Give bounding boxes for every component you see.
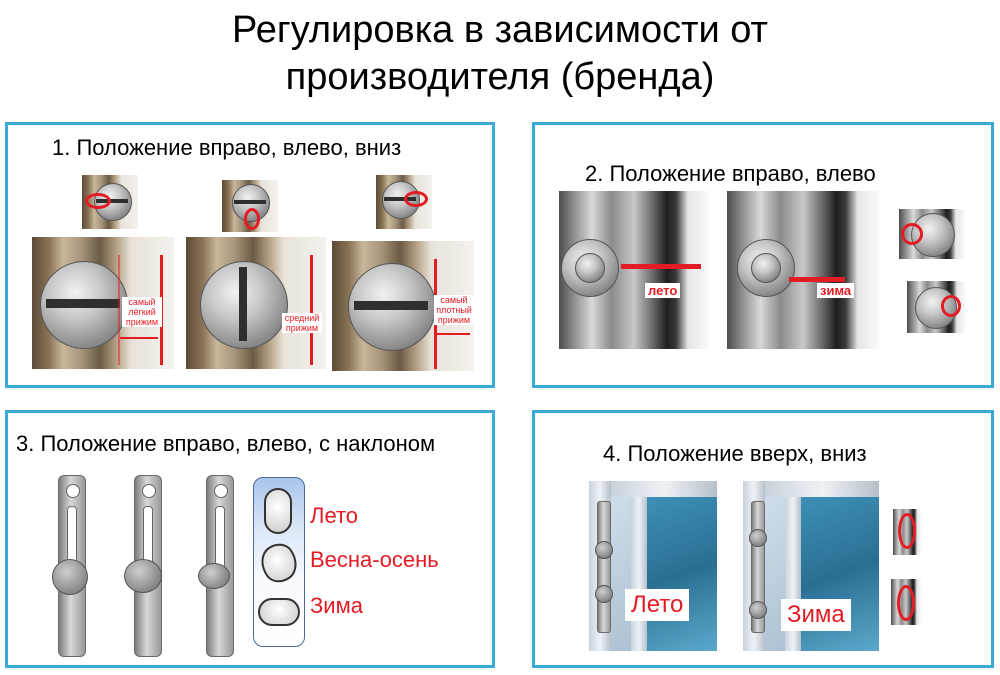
thumb-eccentric-left xyxy=(82,175,138,229)
marker-circle xyxy=(897,585,915,621)
panel2-title: 2. Положение вправо, влево xyxy=(585,161,876,186)
cam-spring-autumn-icon xyxy=(124,559,162,593)
marker-circle xyxy=(244,208,260,230)
page-title-line1: Регулировка в зависимости от xyxy=(232,9,768,51)
legend-summer: Лето xyxy=(310,503,359,528)
label-summer-window: Лето xyxy=(625,589,690,621)
photo-winter-position: зима xyxy=(727,191,879,349)
panel1-title: 1. Положение вправо, влево, вниз xyxy=(52,135,402,160)
thumb-eccentric-right xyxy=(376,175,432,229)
cam-winter-icon xyxy=(198,563,230,589)
panel-up-down: 4. Положение вверх, вниз Лето Зима xyxy=(532,410,994,668)
label-winter: зима xyxy=(817,283,855,298)
thumb-hinge-upper xyxy=(893,509,921,555)
panel-right-left: 2. Положение вправо, влево лето зима xyxy=(532,122,994,388)
marker-circle xyxy=(85,193,111,209)
shape-winter-icon xyxy=(258,598,300,626)
panel4-title: 4. Положение вверх, вниз xyxy=(603,441,867,466)
cam-summer-icon xyxy=(52,559,88,595)
page-title-line2: производителя (бренда) xyxy=(285,56,715,98)
panel3-title: 3. Положение вправо, влево, с наклоном xyxy=(16,431,436,456)
label-summer: лето xyxy=(645,283,681,298)
photo-summer-position: лето xyxy=(559,191,709,349)
thumb-hinge-lower xyxy=(891,579,921,625)
thumb-cam-right xyxy=(907,281,965,333)
label-winter-window: Зима xyxy=(781,599,851,631)
thumb-eccentric-center xyxy=(222,180,278,232)
thumb-cam-left xyxy=(899,209,965,259)
marker-circle xyxy=(901,223,923,245)
legend-winter: Зима xyxy=(310,593,363,618)
panel-tilt-adjustment: 3. Положение вправо, влево, с наклоном Л… xyxy=(5,410,495,668)
photo-window-summer: Лето xyxy=(589,481,717,651)
cam-legend-strip xyxy=(253,477,305,647)
shape-spring-autumn-icon xyxy=(253,537,305,589)
marker-circle xyxy=(404,191,428,207)
photo-window-winter: Зима xyxy=(743,481,879,651)
marker-circle xyxy=(941,295,961,317)
shape-summer-icon xyxy=(264,488,292,534)
legend-spring-autumn: Весна-осень xyxy=(310,547,439,572)
marker-circle xyxy=(898,513,916,549)
